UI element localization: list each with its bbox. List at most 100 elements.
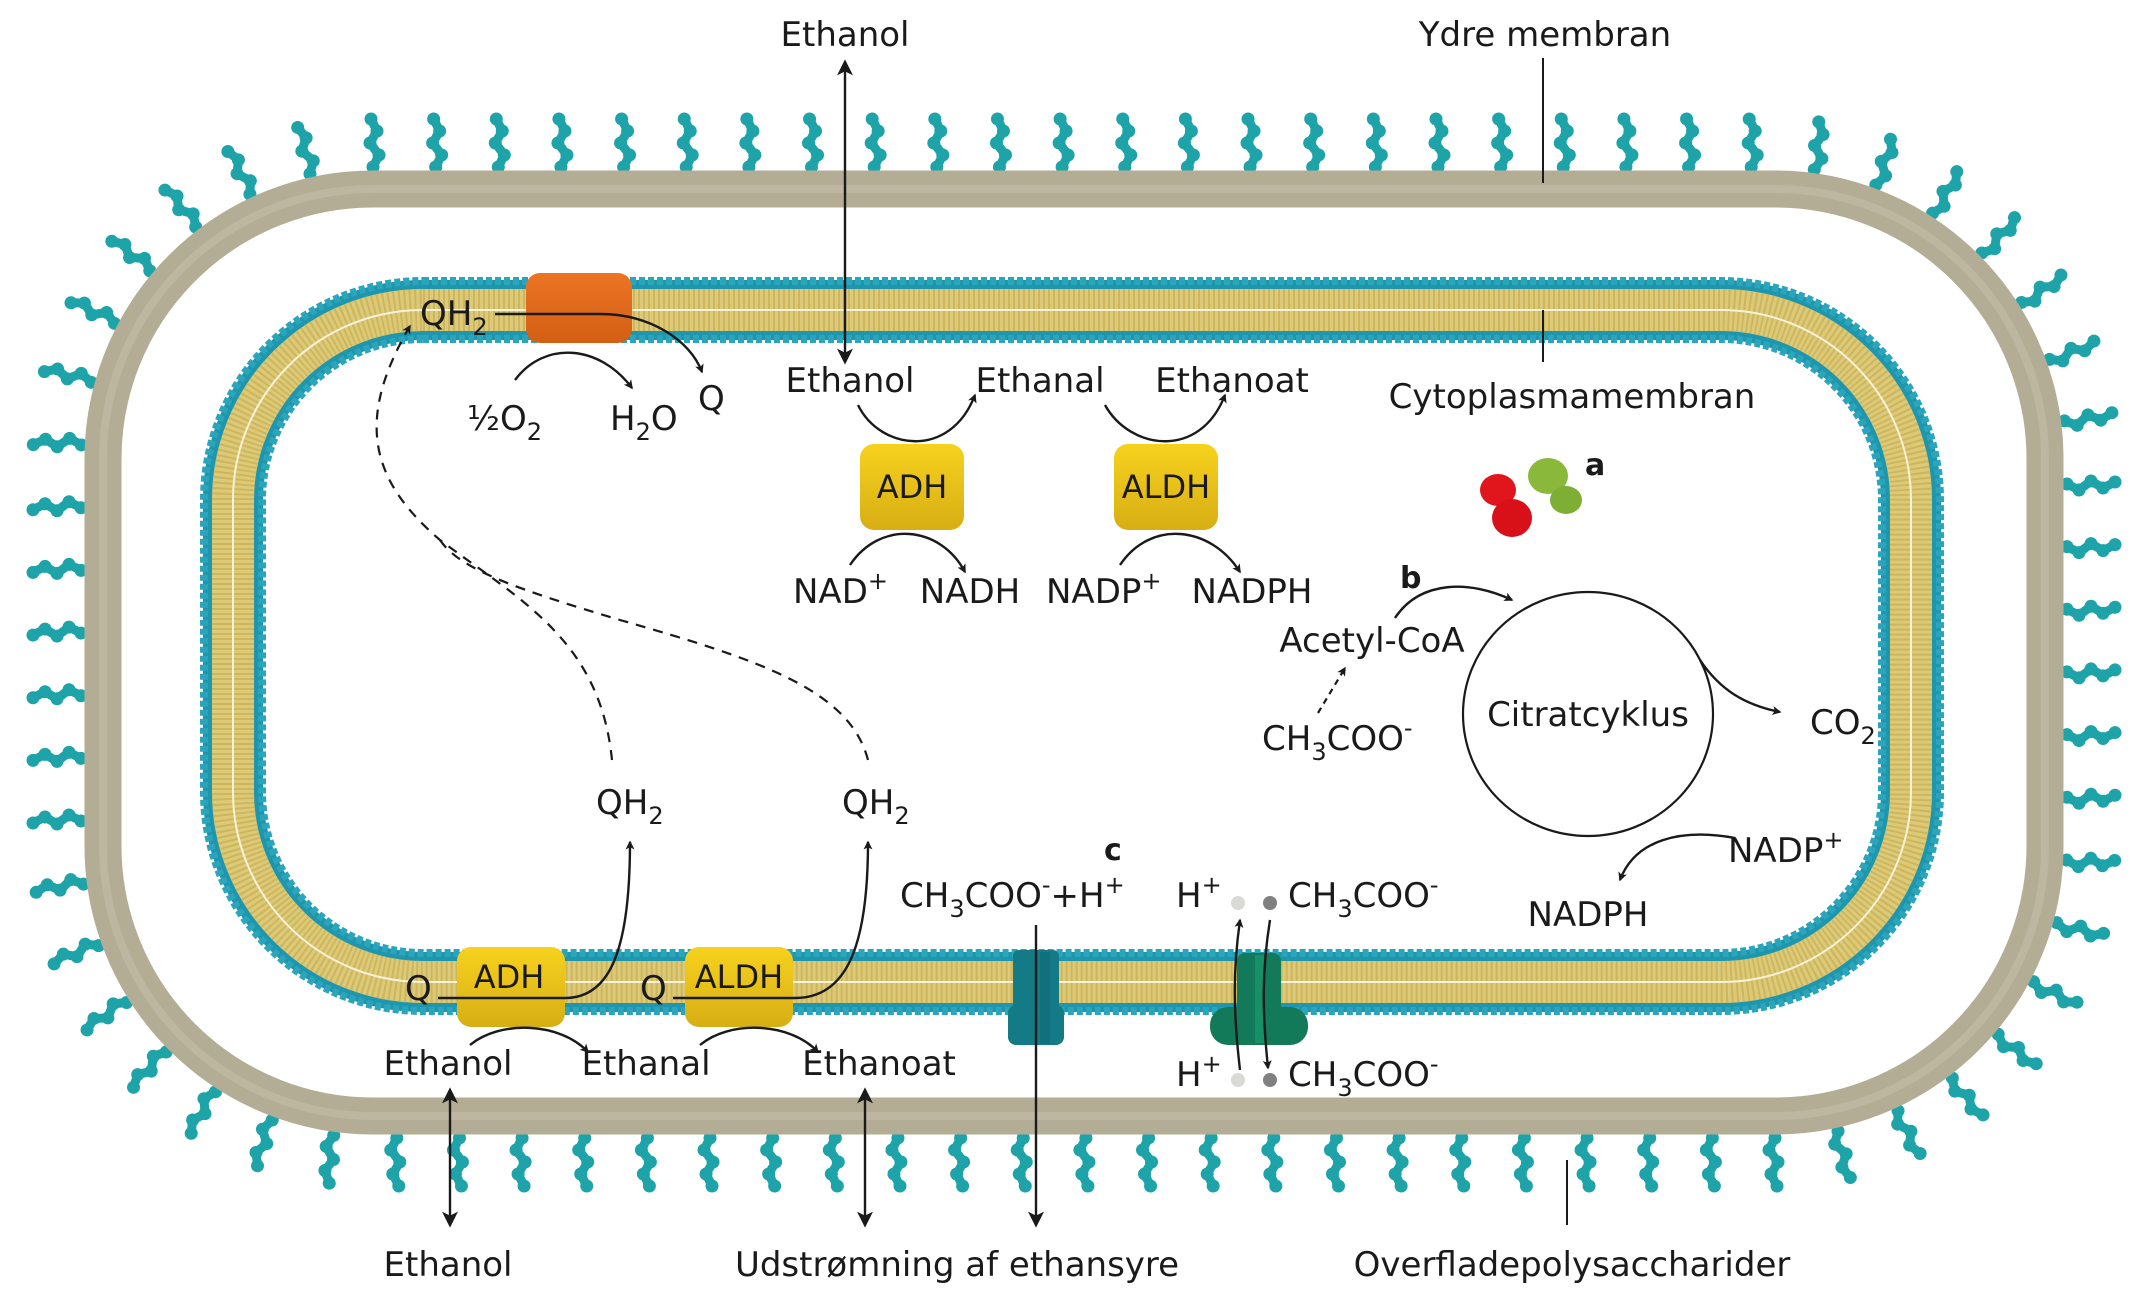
- polysaccharide-chain: [1449, 1131, 1472, 1193]
- polysaccharide-chain: [1010, 1131, 1033, 1193]
- marker-b: b: [1400, 561, 1421, 596]
- polysaccharide-chain: [363, 112, 386, 174]
- polysaccharide-chain: [1386, 1131, 1409, 1193]
- proton-in-arrow: [1233, 918, 1244, 1071]
- polysaccharide-chain: [64, 296, 121, 330]
- polysaccharide-chain: [1741, 112, 1764, 174]
- periplasm-ethanal-to-ethanoat-arrow: [699, 1026, 820, 1054]
- polysaccharide-chain: [126, 1045, 173, 1094]
- polysaccharide-chain: [1926, 165, 1964, 220]
- polysaccharide-chain: [488, 112, 511, 174]
- nad-to-nadh-arrow: [849, 532, 967, 574]
- polysaccharide-chain: [158, 183, 203, 234]
- q-to-qh2-arrow-2: [673, 840, 873, 1000]
- polysaccharide-chain: [1975, 211, 2022, 260]
- label-half-o2: ½O2: [467, 399, 542, 446]
- polysaccharide-chain: [2050, 916, 2111, 943]
- polysaccharide-chain: [822, 1131, 845, 1193]
- label-nadp-cycle: NADP+: [1728, 826, 1844, 871]
- polysaccharide-chain: [864, 112, 887, 174]
- nadp-to-nadph-cycle-arrow: [1618, 833, 1736, 882]
- polysaccharide-chain: [1052, 112, 1075, 174]
- polysaccharide-chain: [802, 112, 825, 174]
- acetyl-coa-to-cycle-arrow: [1393, 585, 1514, 619]
- polysaccharide-chain: [2060, 662, 2122, 685]
- polysaccharide-chain: [614, 112, 637, 174]
- label-surface-polysaccharides: Overfladepolysaccharider: [1354, 1245, 1791, 1285]
- polysaccharide-chain: [2058, 406, 2119, 432]
- outer-membrane-highlight: [99, 185, 2049, 1120]
- polysaccharide-chain: [2027, 975, 2084, 1009]
- polysaccharide-chain: [1115, 112, 1138, 174]
- citric-cycle-circle: [1461, 590, 1715, 838]
- polysaccharide-chain: [2060, 474, 2122, 497]
- label-ethanoat-periplasm: Ethanoat: [802, 1044, 956, 1084]
- label-citric-cycle: Citratcyklus: [1487, 695, 1689, 735]
- polysaccharide-chain: [26, 431, 88, 454]
- polysaccharide-chain: [1807, 115, 1830, 177]
- polysaccharide-chain: [509, 1131, 532, 1193]
- polysaccharide-chain: [105, 234, 157, 278]
- polysaccharide-chain: [948, 1131, 971, 1193]
- label-water: H2O: [610, 399, 678, 446]
- polysaccharide-chain: [1553, 112, 1576, 174]
- label-acetate-bottom: CH3COO-: [1288, 1050, 1439, 1102]
- polysaccharide-chain: [1679, 112, 1702, 174]
- label-co2: CO2: [1810, 703, 1876, 750]
- polysaccharide-chain: [184, 1085, 222, 1140]
- polysaccharide-chain: [26, 808, 88, 831]
- polysaccharide-chain: [697, 1131, 720, 1193]
- polysaccharide-chain: [1491, 112, 1514, 174]
- polysaccharide-chain: [1428, 112, 1451, 174]
- polysaccharide-chain: [760, 1131, 783, 1193]
- polysaccharide-chain: [885, 1131, 908, 1193]
- polysaccharide-chain: [634, 1131, 657, 1193]
- polysaccharide-chain: [739, 112, 762, 174]
- label-acid-efflux: Udstrømning af ethansyre: [735, 1245, 1179, 1285]
- proton-particle-top: [1231, 896, 1245, 910]
- polysaccharide-chain: [47, 937, 106, 971]
- label-nadph: NADPH: [1192, 572, 1313, 612]
- label-ethanal-periplasm: Ethanal: [581, 1044, 710, 1084]
- enzyme-aldh-membrane: ALDH: [685, 947, 793, 1027]
- label-acetyl-coa: Acetyl-CoA: [1279, 621, 1464, 661]
- label-acetate-top: CH3COO-: [1288, 871, 1439, 923]
- polysaccharide-chain: [551, 112, 574, 174]
- polysaccharide-chain: [1574, 1131, 1597, 1193]
- polysaccharide-chain: [1699, 1131, 1722, 1193]
- marker-a: a: [1585, 448, 1605, 483]
- svg-text:ADH: ADH: [474, 958, 545, 996]
- oxygen-to-water-arrow: [514, 351, 633, 390]
- polysaccharide-chain: [2060, 725, 2122, 748]
- ethanol-to-ethanal-arrow: [856, 393, 977, 443]
- polysaccharide-chain: [318, 1128, 341, 1190]
- periplasm-ethanol-to-ethanal-arrow: [469, 1026, 590, 1054]
- acetate-out-arrow: [1262, 919, 1272, 1070]
- polysaccharide-chain: [29, 873, 90, 899]
- qh2-dashed-path-2: [439, 539, 870, 761]
- label-q-adh: Q: [405, 969, 432, 1009]
- polysaccharide-chain: [1891, 1104, 1927, 1160]
- terminal-oxidase: [526, 273, 632, 343]
- polysaccharide-chain: [291, 120, 320, 181]
- label-proton-top: H+: [1176, 871, 1222, 916]
- label-nadp: NADP+: [1046, 567, 1162, 612]
- polysaccharide-chain: [1616, 112, 1639, 174]
- polysaccharide-chain: [1177, 112, 1200, 174]
- label-q-oxidase: Q: [698, 379, 725, 419]
- qh2-to-q-arrow: [495, 312, 704, 374]
- label-ethanoat-cytoplasm: Ethanoat: [1155, 361, 1309, 401]
- acetate-particle-bottom: [1263, 1073, 1277, 1087]
- cycle-to-co2-arrow: [1699, 659, 1782, 715]
- label-outer-membrane: Ydre membran: [1418, 15, 1671, 55]
- polysaccharide-chain: [26, 557, 88, 580]
- polysaccharide-chain: [384, 1131, 407, 1193]
- label-acetate-cytoplasm: CH3COO-: [1262, 714, 1413, 766]
- polysaccharide-chain: [26, 683, 88, 706]
- polysaccharide-chain: [1762, 1131, 1785, 1193]
- svg-text:ADH: ADH: [877, 468, 948, 506]
- qh2-dashed-path-1: [375, 324, 614, 761]
- label-ethanal-cytoplasm: Ethanal: [975, 361, 1104, 401]
- polysaccharide-chain: [1945, 1071, 1990, 1122]
- polysaccharide-chain: [1365, 112, 1388, 174]
